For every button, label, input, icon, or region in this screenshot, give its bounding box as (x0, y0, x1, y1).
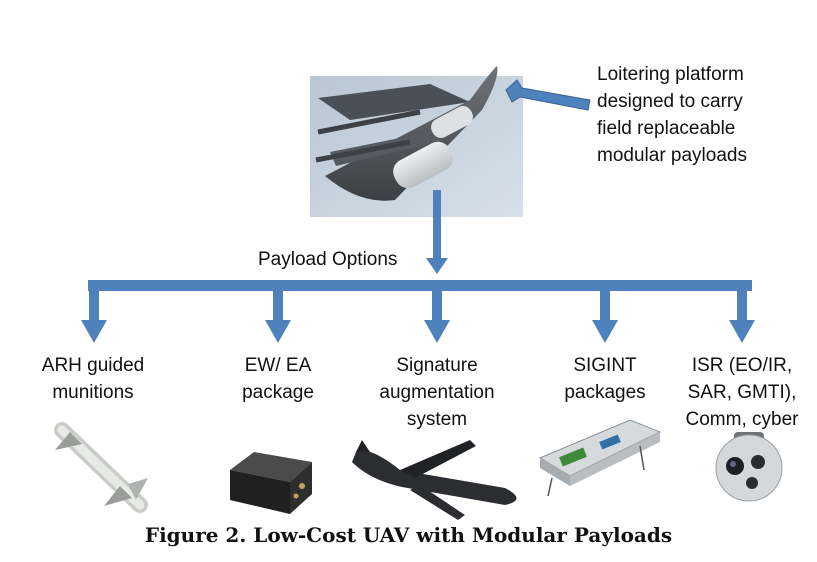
trunk-arrow (426, 190, 448, 274)
payload-label-isr: ISR (EO/IR, SAR, GMTI), Comm, cyber (685, 355, 799, 430)
eo-ir-turret-image (715, 432, 783, 502)
branch-arrow-3 (424, 286, 450, 343)
platform-description: Loitering platform designed to carry fie… (597, 64, 747, 166)
figure-caption: Figure 2. Low-Cost UAV with Modular Payl… (144, 523, 673, 547)
branch-arrow-2 (265, 286, 291, 343)
payload-bus (88, 280, 752, 291)
branch-arrow-4 (592, 286, 618, 343)
ew-box-image (230, 452, 312, 514)
payload-label-ew: EW/ EA package (242, 355, 314, 403)
payload-label-sigint: SIGINT packages (564, 355, 646, 403)
payload-label-arh: ARH guided munitions (41, 355, 145, 403)
branch-arrow-5 (729, 286, 755, 343)
payload-label-signature: Signature augmentation system (379, 355, 495, 430)
payload-options-label: Payload Options (258, 249, 398, 270)
sigint-board-image (538, 419, 662, 497)
branch-arrow-1 (81, 286, 107, 343)
guided-munition-image (54, 422, 148, 513)
platform-pointer-arrow (505, 79, 591, 111)
uav-drone-image (310, 66, 523, 217)
decoy-image (352, 440, 517, 520)
